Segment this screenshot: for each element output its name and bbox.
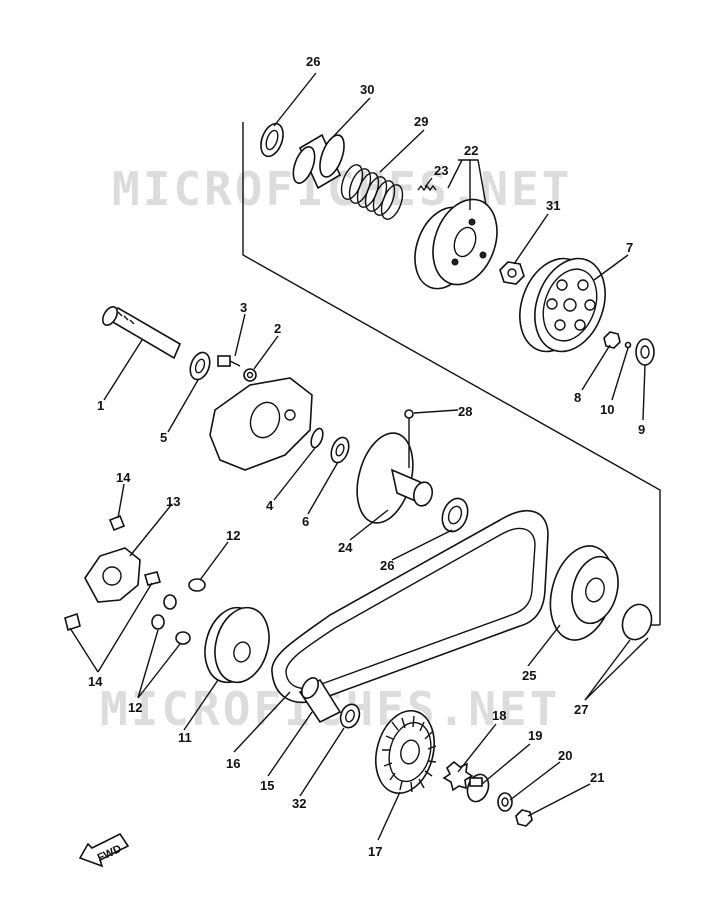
part-slider-14-top bbox=[108, 514, 126, 532]
callout-25: 25 bbox=[522, 668, 536, 683]
callout-6: 6 bbox=[302, 514, 309, 529]
callout-1: 1 bbox=[97, 398, 104, 413]
callout-14-top: 14 bbox=[116, 470, 131, 485]
part-slider-14-right bbox=[143, 571, 162, 586]
callout-13: 13 bbox=[166, 494, 180, 509]
callout-4: 4 bbox=[266, 498, 274, 513]
part-slider-14-left bbox=[64, 612, 81, 632]
callout-31: 31 bbox=[546, 198, 560, 213]
callout-23: 23 bbox=[434, 163, 448, 178]
part-collar-15 bbox=[298, 677, 342, 724]
part-fan-pulley-17 bbox=[375, 709, 437, 795]
callout-30: 30 bbox=[360, 82, 374, 97]
callout-19: 19 bbox=[528, 728, 542, 743]
part-sheave-25 bbox=[549, 545, 619, 641]
callout-2: 2 bbox=[274, 321, 281, 336]
callout-10: 10 bbox=[600, 402, 614, 417]
part-nut-8 bbox=[603, 331, 621, 349]
part-hub-19 bbox=[466, 773, 490, 803]
part-washer-2 bbox=[243, 368, 257, 382]
part-pin-28 bbox=[404, 409, 414, 468]
part-roller-12-c bbox=[151, 614, 165, 630]
part-shaft-1 bbox=[101, 306, 182, 360]
callout-32: 32 bbox=[292, 796, 306, 811]
part-washer-10 bbox=[624, 341, 632, 349]
part-roller-12-d bbox=[175, 631, 191, 645]
watermark-top: MICROFICHES.NET bbox=[112, 162, 572, 216]
part-belt-16 bbox=[271, 509, 549, 704]
callout-9: 9 bbox=[638, 422, 645, 437]
callout-11: 11 bbox=[178, 730, 192, 745]
part-washer-4 bbox=[310, 427, 324, 449]
part-star-washer-18 bbox=[442, 760, 474, 792]
callout-27: 27 bbox=[574, 702, 588, 717]
part-cover-plate bbox=[209, 377, 313, 471]
callout-7: 7 bbox=[626, 240, 633, 255]
part-sheave-24 bbox=[356, 432, 434, 524]
part-sheave-11 bbox=[204, 606, 270, 684]
part-clutch-housing-7 bbox=[519, 257, 606, 353]
part-roller-12-a bbox=[188, 578, 206, 592]
callout-8: 8 bbox=[574, 390, 581, 405]
part-washer-32 bbox=[339, 703, 361, 729]
callout-labels: 26 30 29 22 23 31 7 8 10 9 1 3 2 5 28 4 … bbox=[88, 54, 645, 859]
callout-5: 5 bbox=[160, 430, 167, 445]
part-bolt-3 bbox=[217, 355, 241, 367]
callout-26-lower: 26 bbox=[380, 558, 394, 573]
callout-16: 16 bbox=[226, 756, 240, 771]
callout-3: 3 bbox=[240, 300, 247, 315]
part-cam-plate-13 bbox=[84, 547, 141, 603]
forward-arrow-icon: FWD bbox=[78, 832, 130, 868]
callout-20: 20 bbox=[558, 748, 572, 763]
callout-28: 28 bbox=[458, 404, 472, 419]
callout-18: 18 bbox=[492, 708, 506, 723]
part-small-spring-23 bbox=[417, 184, 437, 192]
part-washer-26-top bbox=[260, 122, 284, 158]
part-bearing-5 bbox=[189, 351, 211, 381]
part-washer-20 bbox=[497, 792, 513, 812]
callout-17: 17 bbox=[368, 844, 382, 859]
part-collar-30 bbox=[292, 133, 345, 190]
callout-15: 15 bbox=[260, 778, 274, 793]
callout-22: 22 bbox=[464, 143, 478, 158]
part-nut-21 bbox=[515, 809, 533, 827]
callout-21: 21 bbox=[590, 770, 604, 785]
callout-12-bottom: 12 bbox=[128, 700, 142, 715]
part-washer-6 bbox=[330, 436, 350, 464]
part-seal-26-lower bbox=[441, 497, 469, 533]
callout-24: 24 bbox=[338, 540, 353, 555]
callout-14-bottom: 14 bbox=[88, 674, 103, 689]
part-clutch-shoe-22 bbox=[414, 198, 498, 290]
part-nut-31 bbox=[499, 261, 525, 285]
callout-12-top: 12 bbox=[226, 528, 240, 543]
callout-26-top: 26 bbox=[306, 54, 320, 69]
callout-29: 29 bbox=[414, 114, 428, 129]
part-circlip-27 bbox=[621, 603, 653, 641]
part-spring-29 bbox=[340, 164, 404, 220]
part-roller-12-b bbox=[163, 594, 177, 610]
leader-lines bbox=[69, 72, 649, 841]
part-bearing-9 bbox=[635, 338, 655, 366]
